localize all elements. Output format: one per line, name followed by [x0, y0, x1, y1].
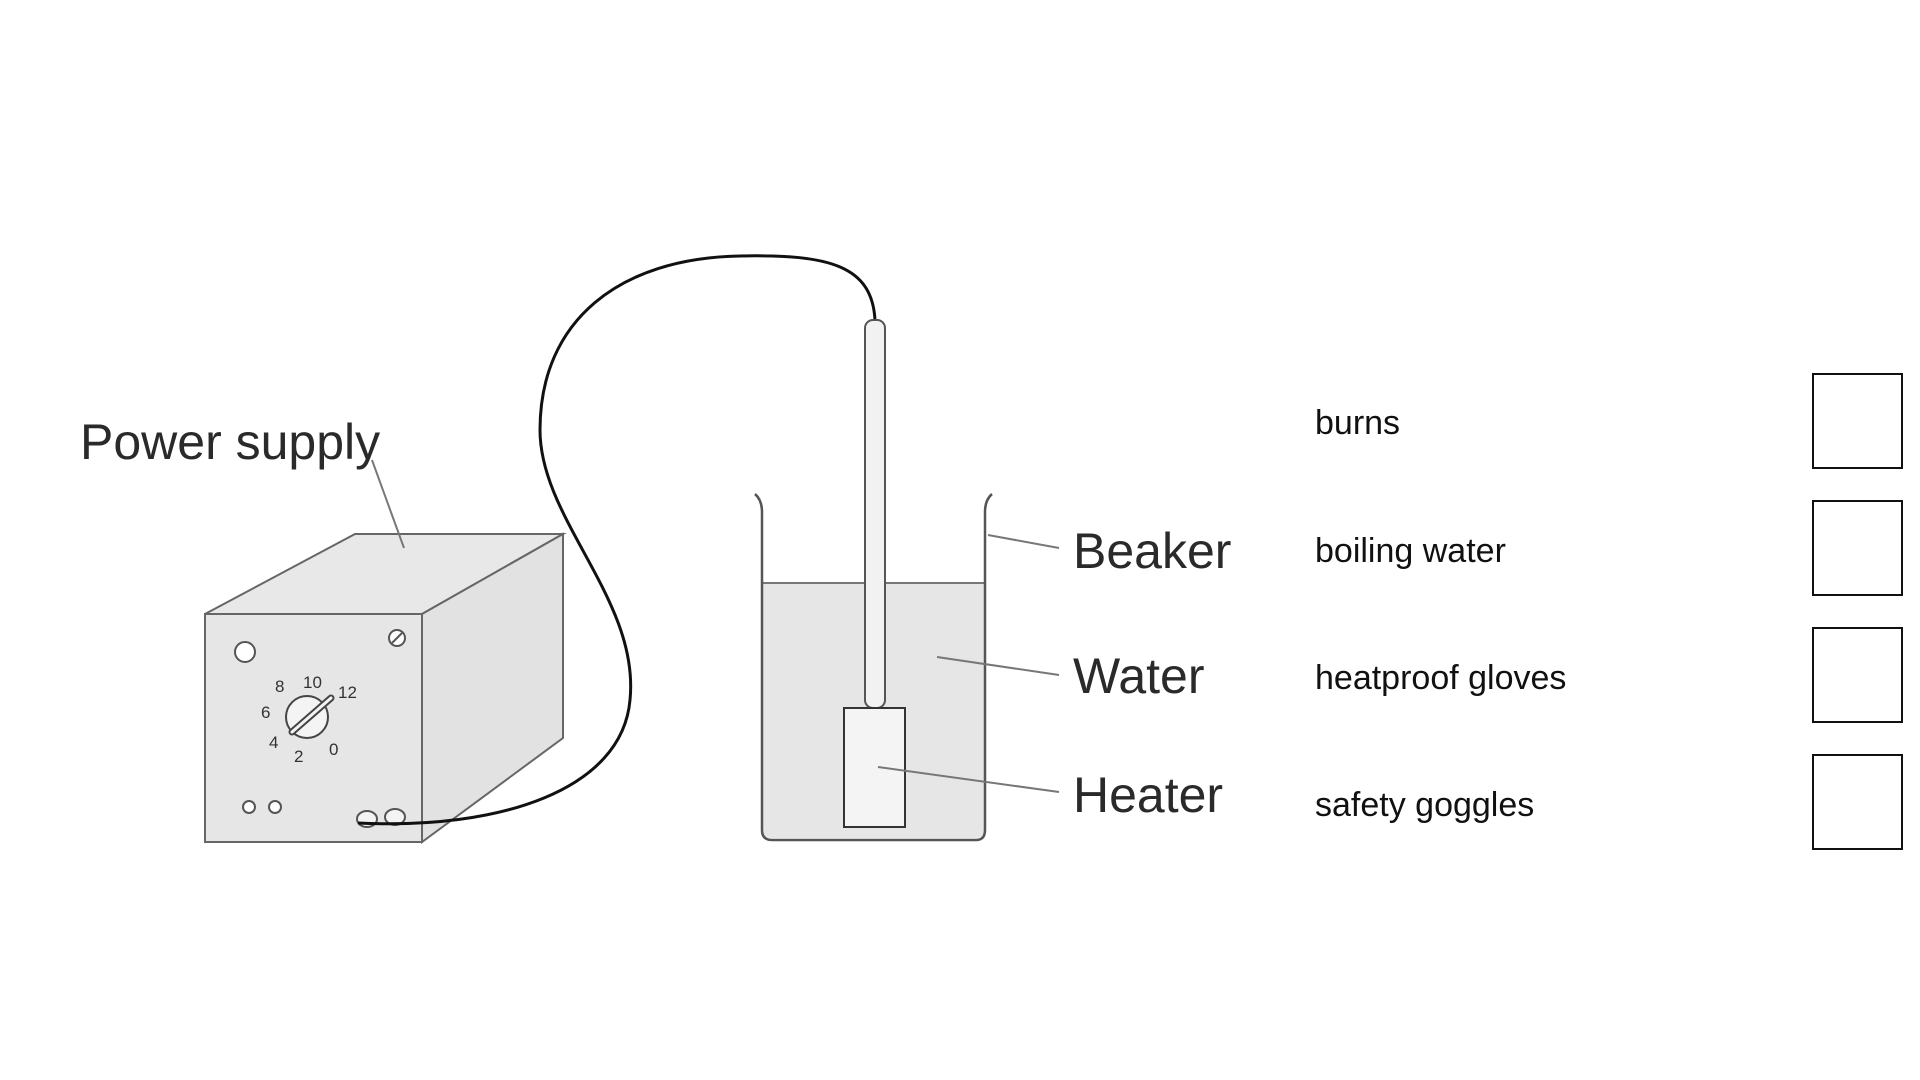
option-label-boiling-water: boiling water — [1315, 532, 1506, 570]
power-supply: 8 10 12 6 4 2 0 — [204, 532, 567, 844]
power-indicator-light — [234, 641, 256, 663]
leader-water — [936, 656, 1060, 676]
heater-rod — [864, 319, 886, 709]
option-checkbox-boiling-water[interactable] — [1812, 500, 1903, 596]
terminal-left — [242, 800, 256, 814]
leader-power-supply — [371, 459, 405, 549]
option-label-burns: burns — [1315, 404, 1401, 442]
label-power-supply: Power supply — [80, 414, 380, 470]
dial-number-2: 2 — [294, 747, 303, 766]
label-heater: Heater — [1073, 767, 1223, 823]
leader-heater — [877, 766, 1060, 793]
option-label-safety-goggles: safety goggles — [1315, 786, 1535, 824]
voltage-dial — [285, 694, 335, 739]
screw-icon — [388, 629, 406, 647]
dial-number-12: 12 — [338, 683, 357, 702]
dial-number-0: 0 — [329, 740, 338, 759]
label-beaker: Beaker — [1073, 523, 1231, 579]
option-checkbox-heatproof-gloves[interactable] — [1812, 627, 1903, 723]
dial-number-10: 10 — [303, 673, 322, 692]
label-water: Water — [1073, 648, 1205, 704]
dial-number-6: 6 — [261, 703, 270, 722]
terminal-right — [268, 800, 282, 814]
leader-beaker — [987, 534, 1060, 549]
option-label-heatproof-gloves: heatproof gloves — [1315, 659, 1567, 697]
heater-cable — [357, 254, 877, 826]
option-checkbox-burns[interactable] — [1812, 373, 1903, 469]
option-checkbox-safety-goggles[interactable] — [1812, 754, 1903, 850]
dial-number-8: 8 — [275, 677, 284, 696]
immersion-heater — [843, 319, 906, 828]
heater-element — [843, 707, 906, 828]
beaker-glass — [754, 493, 993, 842]
dial-number-4: 4 — [269, 733, 278, 752]
